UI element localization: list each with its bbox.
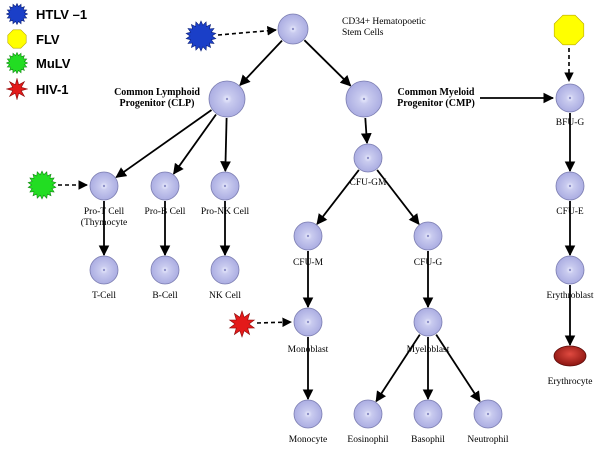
hiv-virus-icon [228,310,256,338]
arrow-hsc-to-clp [239,39,283,86]
monoblast-label: Monoblast [288,345,329,355]
erythrocyte-label: Erythrocyte [548,377,593,387]
monocyte-label: Monocyte [289,435,328,445]
mulv-virus-icon [27,170,57,200]
cmp-label: Common Myeloid [398,87,475,98]
erythroblast-nucleus [568,268,572,272]
cfugm-label: CFU-GM [350,178,388,188]
flv-virus-icon [553,14,585,46]
eosinophil-label: Eosinophil [347,435,389,445]
legend-item-mulv: MuLV [6,52,70,74]
arrow-hsc-to-cmp [303,39,352,87]
legend-label-htlv: HTLV –1 [36,6,88,22]
cfug-label: CFU-G [414,258,443,268]
neutrophil-label: Neutrophil [467,435,509,445]
arrow-clp-to-prob [172,113,217,175]
cfum-label: CFU-M [293,258,324,268]
starburst-icon [6,3,28,25]
monocyte-nucleus [306,412,310,416]
hsc-nucleus [291,27,295,31]
prot-label: Pro-T Cell [84,207,125,217]
arrows [58,25,576,403]
arrow-htlv-to-hsc [217,25,277,36]
nkcell-label: NK Cell [209,291,241,301]
legend-item-hiv: HIV-1 [6,78,69,100]
myeloblast-nucleus [426,320,430,324]
hsc-label: CD34+ Hematopoetic [342,17,426,27]
cells [89,13,587,429]
erythrocyte-cell [553,345,587,367]
basophil-label: Basophil [411,435,445,445]
arrow-cmp-to-cfugm [360,117,372,145]
legend-item-flv: FLV [6,28,60,50]
arrow-clp-to-pronk [220,117,231,173]
tcell-nucleus [102,268,106,272]
nkcell-nucleus [223,268,227,272]
clp-label: Progenitor (CLP) [120,98,195,109]
legend-label-mulv: MuLV [36,55,71,71]
cfue-label: CFU-E [556,207,584,217]
clp-label: Common Lymphoid [114,87,200,98]
arrow-cfugm-to-cfum [316,169,360,225]
erythroblast-label: Erythroblast [547,291,594,301]
clp-nucleus [225,97,229,101]
arrow-myeloblast-to-neutrophil [435,334,481,403]
htlv-virus-icon [185,20,217,52]
prob-label: Pro-B Cell [145,207,186,217]
cfug-nucleus [426,234,430,238]
cmp-nucleus [362,97,366,101]
basophil-nucleus [426,412,430,416]
bfug-nucleus [568,96,572,100]
virus-markers [27,14,585,338]
legend-label-hiv: HIV-1 [36,81,69,97]
arrow-myeloblast-to-eosinophil [375,334,421,403]
octagon-icon [7,29,27,49]
arrow-cfugm-to-cfug [376,169,420,225]
prot-label: (Thymocyte [81,217,127,228]
cfue-nucleus [568,184,572,188]
bfug-label: BFU-G [556,118,585,128]
starburst-icon [6,52,28,74]
bcell-label: B-Cell [152,291,178,301]
myeloblast-label: Myeloblast [407,345,450,355]
neutrophil-nucleus [486,412,490,416]
cfum-nucleus [306,234,310,238]
pronk-nucleus [223,184,227,188]
hsc-label: Stem Cells [342,28,384,38]
cfugm-nucleus [366,156,370,160]
prob-nucleus [163,184,167,188]
cmp-label: Progenitor (CMP) [397,98,475,109]
arrow-hiv-to-monoblast [256,317,292,328]
bcell-nucleus [163,268,167,272]
pronk-label: Pro-NK Cell [201,207,250,217]
star-icon [6,78,28,100]
prot-nucleus [102,184,106,188]
legend-label-flv: FLV [36,31,60,47]
legend-item-htlv: HTLV –1 [6,3,87,25]
tcell-label: T-Cell [92,291,116,301]
monoblast-nucleus [306,320,310,324]
eosinophil-nucleus [366,412,370,416]
arrow-clp-to-prot [115,109,213,179]
